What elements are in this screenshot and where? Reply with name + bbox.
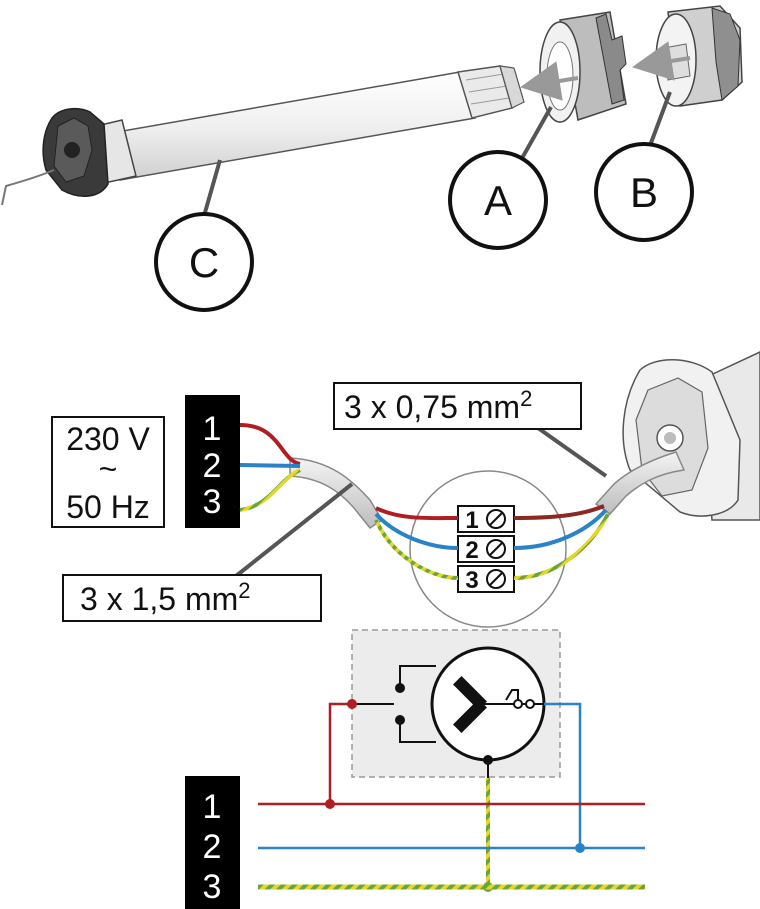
jb-right-wire-1: [513, 504, 605, 520]
svg-text:3 x 1,5 mm2: 3 x 1,5 mm2: [80, 578, 251, 617]
callout-b-label: B: [630, 169, 658, 216]
motor-cable-label: 3 x 0,75 mm2: [333, 382, 582, 430]
svg-text:3 x 0,75 mm2: 3 x 0,75 mm2: [344, 386, 532, 425]
supply-cable-label: 3 x 1,5 mm2: [62, 574, 322, 622]
supply-frequency: 50 Hz: [66, 489, 150, 525]
terminal-screw-icon: [486, 509, 506, 589]
wire-number-block: 1 2 3: [185, 395, 240, 528]
schematic-number-1: 1: [203, 788, 222, 826]
jb-left-wire-3: [374, 519, 459, 580]
supply-voltage: 230 V: [66, 421, 150, 457]
wire-number-3: 3: [203, 483, 222, 521]
adapter-ring-a-icon: [520, 11, 627, 123]
supply-cable-leader: [234, 482, 354, 578]
terminal-3-label: 3: [465, 567, 478, 594]
motor-cable-leader: [536, 426, 608, 478]
limit-switch-icon: [505, 689, 535, 709]
jb-left-wire-1: [375, 506, 459, 521]
schematic-number-3: 3: [203, 868, 222, 906]
supply-wire-1: [239, 423, 301, 466]
leader-line-b: [649, 91, 672, 144]
schematic-wire-2-drop: [544, 702, 582, 848]
supply-wire-2: [239, 463, 301, 468]
jb-right-wire-3: [513, 513, 610, 580]
motor-cable-superscript: 2: [520, 386, 532, 411]
jb-right-wire-2: [513, 508, 608, 550]
terminal-2-label: 2: [465, 537, 478, 564]
wire-number-2: 2: [203, 447, 222, 485]
motor-cable-sheath: [594, 451, 686, 516]
leader-line-a: [519, 106, 553, 161]
wire-number-1: 1: [203, 410, 222, 448]
supply-box: 230 V ~ 50 Hz: [51, 416, 165, 528]
tubular-motor-icon: [1, 65, 525, 206]
supply-cable-superscript: 2: [238, 578, 250, 603]
supply-wire-3: [239, 468, 301, 512]
callout-c-label: C: [189, 239, 219, 286]
callout-c: C: [154, 212, 254, 312]
motor-head-icon: [622, 351, 760, 521]
callout-a-label: A: [484, 177, 512, 224]
schematic-number-2: 2: [203, 828, 222, 866]
drive-wheel-b-icon: [632, 5, 743, 107]
schematic-number-block: 1 2 3: [185, 776, 240, 909]
callout-b: B: [594, 142, 694, 242]
schematic-node: [347, 699, 357, 709]
motor-cable-text: 3 x 0,75 mm: [344, 389, 520, 425]
supply-tilde: ~: [99, 451, 118, 487]
schematic-wire-1-drop: [328, 702, 352, 804]
junction-box-icon: 1 2 3: [409, 470, 567, 628]
supply-cable-text: 3 x 1,5 mm: [80, 581, 238, 617]
supply-cable-sheath: [289, 457, 384, 530]
terminal-1-label: 1: [465, 507, 478, 534]
callout-a: A: [448, 150, 548, 250]
jb-left-wire-2: [374, 512, 459, 550]
motor-schematic: [351, 629, 561, 778]
leader-line-c: [202, 159, 222, 217]
